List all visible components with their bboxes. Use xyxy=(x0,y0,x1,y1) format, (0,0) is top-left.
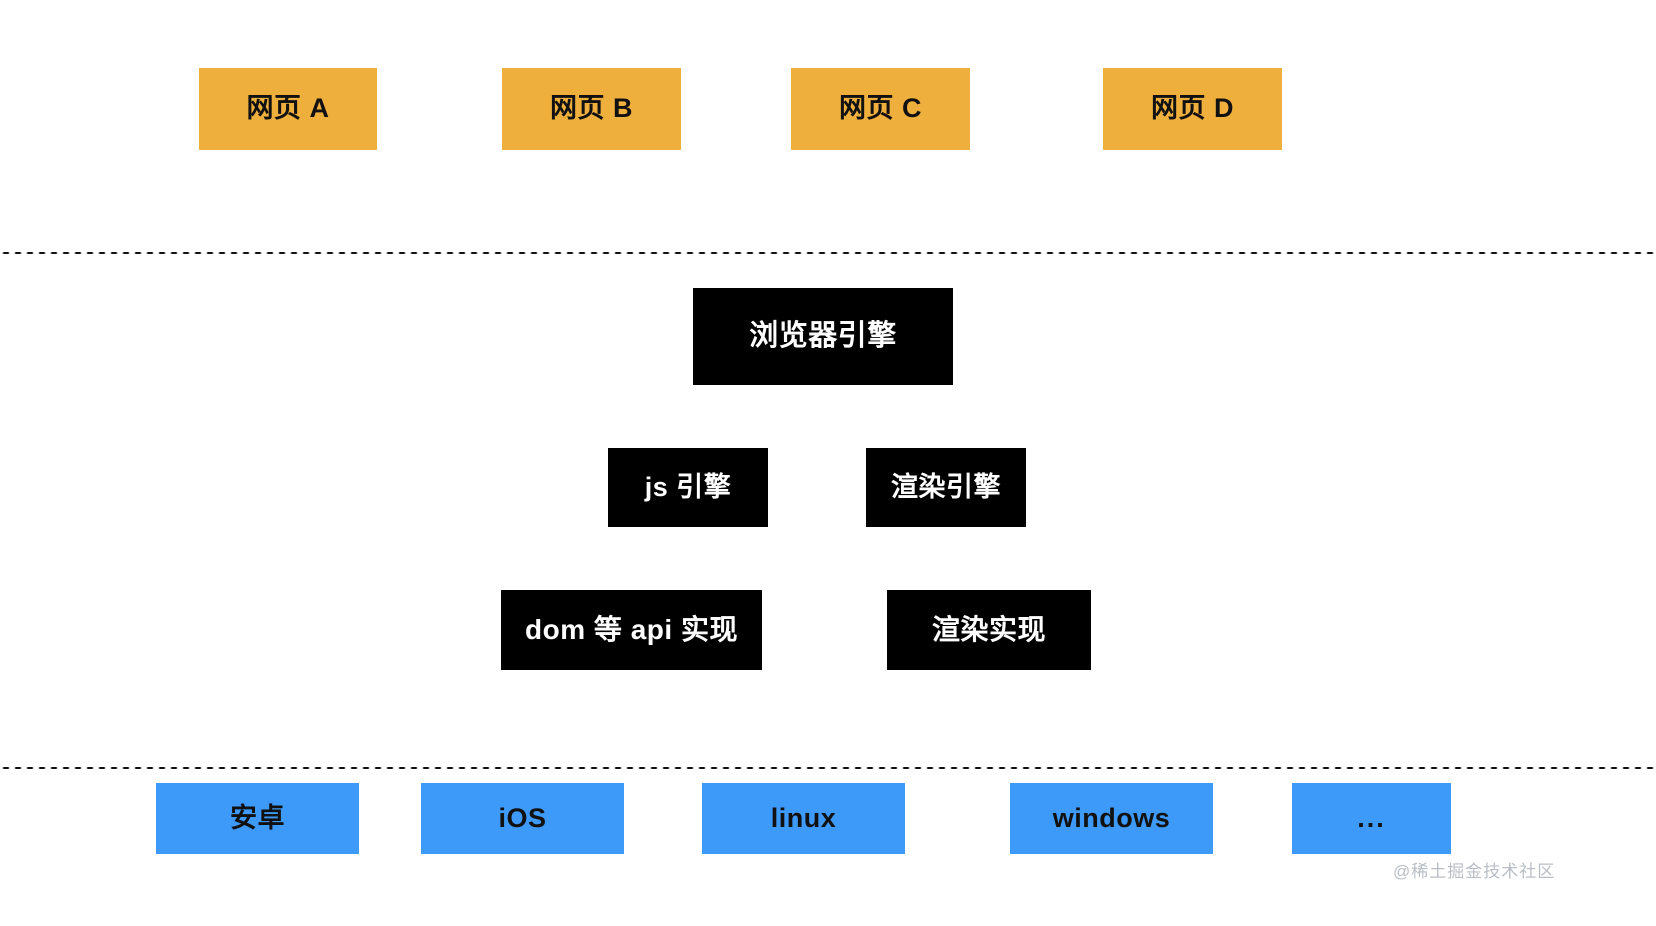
node-web-page-a: 网页 A xyxy=(199,68,377,150)
node-web-page-b-label: 网页 B xyxy=(550,93,633,124)
node-js-engine: js 引擎 xyxy=(608,448,768,527)
divider-web-engine xyxy=(0,251,1656,255)
node-web-page-b: 网页 B xyxy=(502,68,681,150)
node-browser-engine-label: 浏览器引擎 xyxy=(749,319,897,352)
node-web-page-c: 网页 C xyxy=(791,68,970,150)
node-os-linux: linux xyxy=(702,783,905,854)
watermark: @稀土掘金技术社区 xyxy=(1393,862,1556,881)
divider-engine-os xyxy=(0,766,1656,770)
node-dom-api-impl-label: dom 等 api 实现 xyxy=(525,613,738,645)
node-web-page-d-label: 网页 D xyxy=(1151,93,1234,124)
node-render-impl-label: 渲染实现 xyxy=(931,613,1046,645)
node-os-other-label: ... xyxy=(1357,802,1386,833)
node-dom-api-impl: dom 等 api 实现 xyxy=(501,590,762,670)
node-render-engine: 渲染引擎 xyxy=(866,448,1026,527)
node-render-impl: 渲染实现 xyxy=(887,590,1091,670)
node-os-android-label: 安卓 xyxy=(230,802,285,833)
node-os-android: 安卓 xyxy=(156,783,359,854)
node-os-linux-label: linux xyxy=(770,802,837,833)
node-browser-engine: 浏览器引擎 xyxy=(693,288,953,385)
node-web-page-d: 网页 D xyxy=(1103,68,1282,150)
node-os-ios-label: iOS xyxy=(498,802,547,833)
node-js-engine-label: js 引擎 xyxy=(644,471,732,502)
node-web-page-a-label: 网页 A xyxy=(246,93,330,124)
node-os-windows: windows xyxy=(1010,783,1213,854)
node-web-page-c-label: 网页 C xyxy=(839,93,922,124)
node-os-other: ... xyxy=(1292,783,1451,854)
node-os-windows-label: windows xyxy=(1052,802,1171,833)
node-os-ios: iOS xyxy=(421,783,624,854)
node-render-engine-label: 渲染引擎 xyxy=(891,471,1001,502)
